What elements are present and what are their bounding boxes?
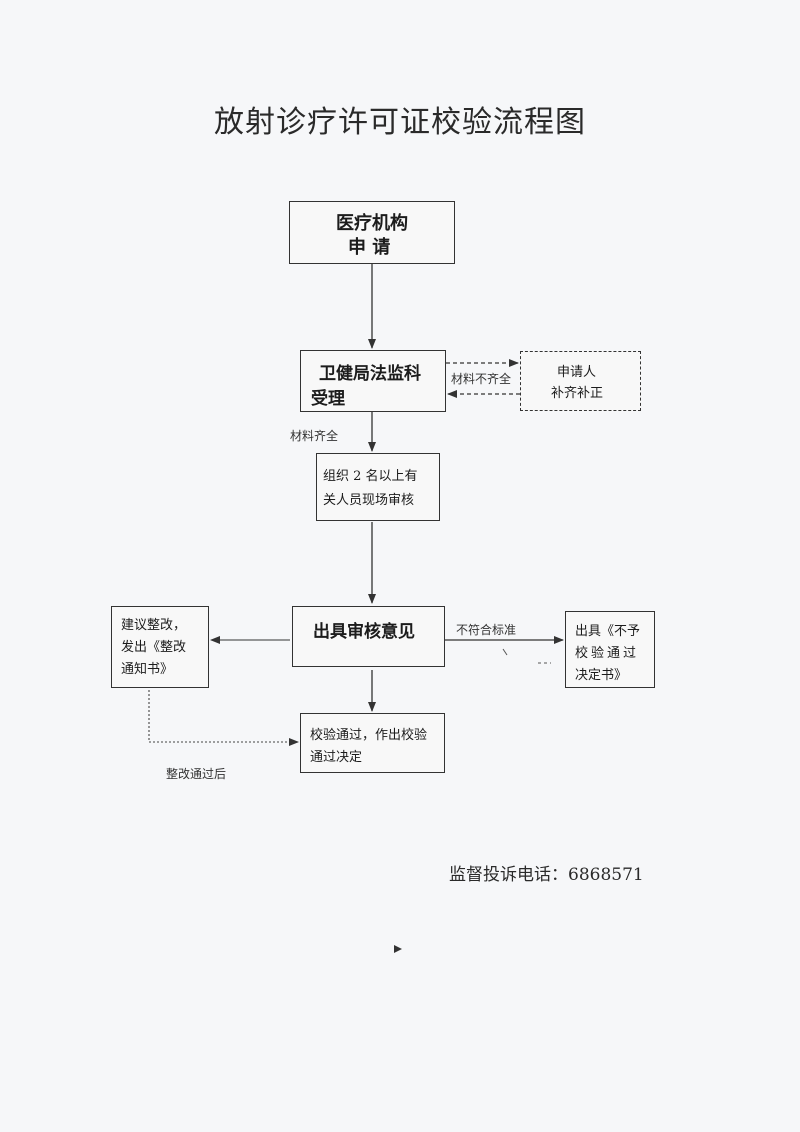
node-accept: 卫健局法监科 受理 bbox=[300, 350, 446, 412]
edge-label-complete: 材料齐全 bbox=[290, 429, 339, 443]
node-reject: 出具《不予 校验通过 决定书》 bbox=[565, 611, 655, 688]
edge-label-incomplete: 材料不齐全 bbox=[451, 372, 512, 386]
arrow-rectify-to-pass bbox=[148, 690, 299, 746]
node-rectify-line1: 建议整改， bbox=[121, 618, 187, 633]
node-rectify-line3: 通知书》 bbox=[121, 662, 174, 677]
node-opinion-line1: 出具审核意见 bbox=[313, 622, 415, 642]
node-reject-line2: 校验通过 bbox=[575, 646, 640, 661]
node-reject-line1: 出具《不予 bbox=[575, 624, 641, 639]
node-pass: 校验通过，作出校验 通过决定 bbox=[300, 713, 445, 773]
node-rectify-line2: 发出《整改 bbox=[121, 640, 187, 655]
node-supplement: 申请人 补齐补正 bbox=[520, 351, 641, 411]
node-accept-line1: 卫健局法监科 bbox=[319, 364, 421, 384]
node-apply-line1: 医疗机构 bbox=[336, 213, 408, 234]
node-rectify: 建议整改， 发出《整改 通知书》 bbox=[111, 606, 209, 688]
node-pass-line1: 校验通过，作出校验 bbox=[310, 728, 428, 743]
node-inspect-line1: 组织 2 名以上有 bbox=[323, 469, 418, 484]
node-supplement-line2: 补齐补正 bbox=[551, 386, 604, 401]
node-supplement-line1: 申请人 bbox=[557, 365, 597, 380]
node-inspect-line2: 关人员现场审核 bbox=[323, 493, 415, 508]
node-apply-line2: 申 请 bbox=[348, 237, 391, 258]
node-opinion: 出具审核意见 bbox=[292, 606, 445, 667]
complaint-hotline: 监督投诉电话：6868571 bbox=[449, 865, 644, 885]
stray-arrowhead-mark bbox=[394, 945, 402, 953]
node-reject-line3: 决定书》 bbox=[575, 668, 628, 683]
edge-label-after-rectify: 整改通过后 bbox=[166, 767, 227, 781]
node-pass-line2: 通过决定 bbox=[310, 750, 363, 765]
edge-label-nonconform: 不符合标准 bbox=[456, 623, 517, 637]
page-title: 放射诊疗许可证校验流程图 bbox=[214, 105, 586, 140]
node-accept-line2: 受理 bbox=[311, 389, 345, 409]
node-inspect: 组织 2 名以上有 关人员现场审核 bbox=[316, 453, 440, 521]
node-apply: 医疗机构 申 请 bbox=[289, 201, 455, 264]
scan-speck-2 bbox=[502, 648, 508, 656]
